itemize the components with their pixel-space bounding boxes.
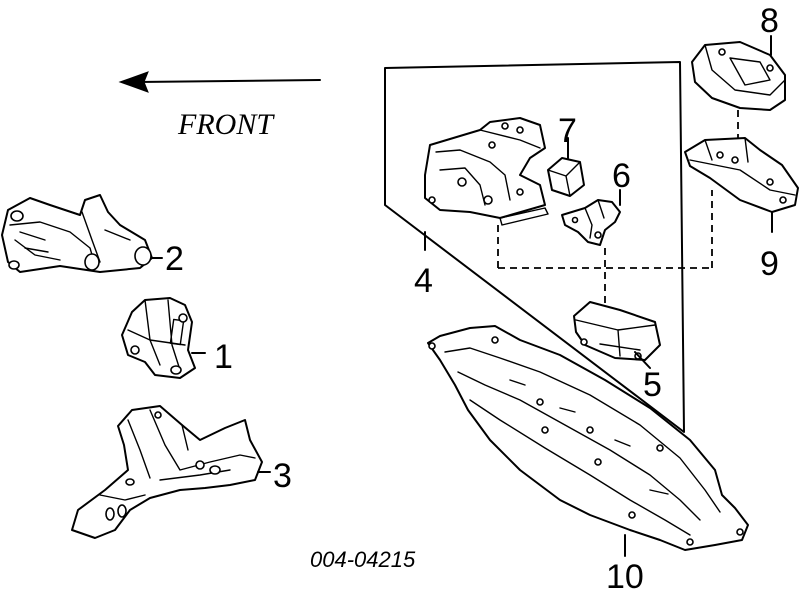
callout-10: 10 xyxy=(606,558,644,590)
front-label: FRONT xyxy=(177,108,275,141)
callout-8: 8 xyxy=(760,2,779,40)
dashed-connectors xyxy=(497,110,739,305)
part-3-bracket xyxy=(71,405,263,539)
callout-5: 5 xyxy=(643,366,662,404)
front-arrow xyxy=(118,71,321,93)
part-5-insulator xyxy=(573,301,661,361)
part-6-bracket xyxy=(561,199,621,246)
callout-6: 6 xyxy=(612,157,631,195)
callout-9: 9 xyxy=(760,245,779,283)
part-9-plate xyxy=(684,137,799,213)
callout-3: 3 xyxy=(273,457,292,495)
part-1-mount xyxy=(121,297,196,379)
part-4-plate xyxy=(424,117,549,226)
callout-2: 2 xyxy=(165,240,184,278)
callout-1: 1 xyxy=(214,338,233,376)
callout-7: 7 xyxy=(558,112,577,150)
diagram-code: 004-04215 xyxy=(310,547,416,572)
part-2-bracket xyxy=(1,194,153,273)
leader-5 xyxy=(634,351,651,369)
callout-4: 4 xyxy=(414,262,433,300)
part-8-insulator xyxy=(691,41,786,111)
part-10-crossmember xyxy=(427,325,749,551)
part-7-stopper xyxy=(547,157,585,197)
group-outline xyxy=(384,61,685,433)
